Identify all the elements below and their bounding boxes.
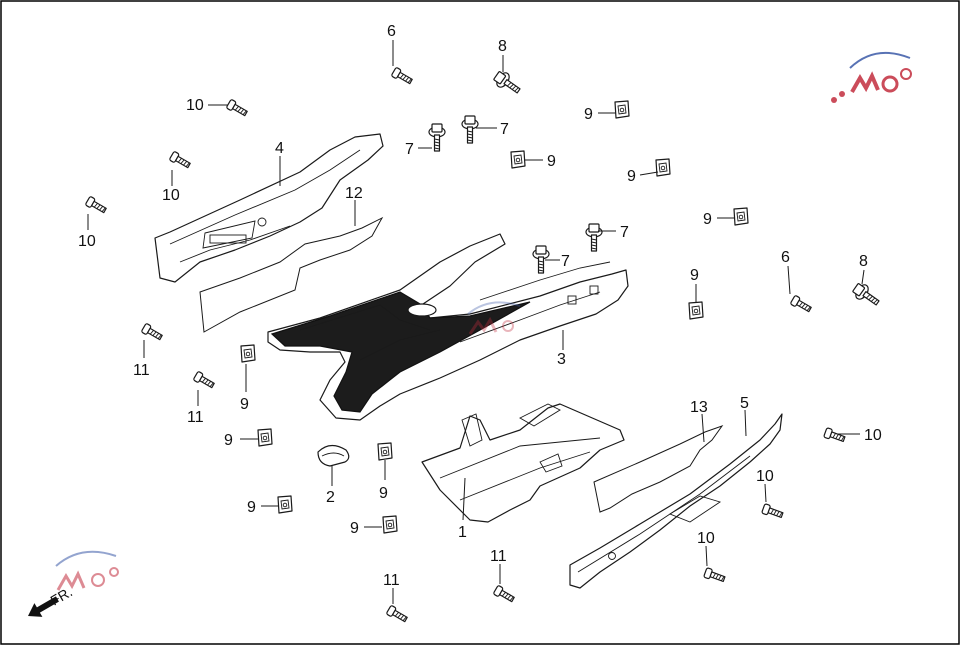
callout-10: 10 xyxy=(162,187,180,204)
callout-3: 3 xyxy=(557,351,566,368)
callout-9: 9 xyxy=(350,520,359,537)
screw-10-c xyxy=(84,195,109,216)
callout-10: 10 xyxy=(78,233,96,250)
part-13-foil xyxy=(593,425,724,513)
callout-9: 9 xyxy=(627,168,636,185)
clip-9-g xyxy=(257,428,273,447)
callout-4: 4 xyxy=(275,140,284,157)
callout-11: 11 xyxy=(133,362,150,379)
clip-9-f xyxy=(240,344,256,363)
leader-lines xyxy=(87,40,865,604)
callout-9: 9 xyxy=(247,499,256,516)
moto-logo-icon xyxy=(467,301,521,335)
clip-9-j xyxy=(382,515,398,534)
callout-8: 8 xyxy=(498,38,507,55)
screw-10-d xyxy=(822,426,847,445)
callout-5: 5 xyxy=(740,395,749,412)
part-3-floor-panel xyxy=(267,233,629,421)
screw-10-b xyxy=(168,150,193,171)
callout-1: 1 xyxy=(458,524,467,541)
callout-10: 10 xyxy=(756,468,774,485)
callout-10: 10 xyxy=(697,530,715,547)
callout-9: 9 xyxy=(584,106,593,123)
callout-12: 12 xyxy=(345,185,363,202)
clip-9-b xyxy=(510,150,526,169)
callout-7: 7 xyxy=(405,141,414,158)
callout-11: 11 xyxy=(490,548,507,565)
screw-10-a xyxy=(225,98,250,119)
callout-10: 10 xyxy=(864,427,882,444)
clip-9-e xyxy=(688,301,704,320)
clip-9-d xyxy=(733,207,749,226)
callout-9: 9 xyxy=(690,267,699,284)
part-12-foil xyxy=(199,216,384,333)
callout-6: 6 xyxy=(387,23,396,40)
part-2-cap xyxy=(317,444,350,467)
screw-11-a xyxy=(140,322,165,343)
callout-7: 7 xyxy=(500,121,509,138)
bolt-8-top xyxy=(491,68,524,99)
callout-9: 9 xyxy=(240,396,249,413)
screw-11-d xyxy=(385,604,410,625)
bolt-7-a xyxy=(428,123,446,152)
callout-7: 7 xyxy=(620,224,629,241)
callout-11: 11 xyxy=(187,409,204,426)
callout-10: 10 xyxy=(186,97,204,114)
screw-10-f xyxy=(702,566,727,585)
screw-10-e xyxy=(760,502,785,521)
callout-9: 9 xyxy=(379,485,388,502)
screw-11-c xyxy=(492,584,517,605)
front-direction-indicator: FR. xyxy=(28,583,75,617)
screw-6-right xyxy=(789,294,814,315)
screw-11-b xyxy=(192,370,217,391)
callout-8: 8 xyxy=(859,253,868,270)
moto-logo-icon xyxy=(55,550,119,591)
clip-9-i xyxy=(277,495,293,514)
part-1-under-tray xyxy=(421,403,625,523)
callout-7: 7 xyxy=(561,253,570,270)
callout-9: 9 xyxy=(547,153,556,170)
bolt-7-b xyxy=(461,115,479,144)
callout-9: 9 xyxy=(703,211,712,228)
clip-9-a xyxy=(614,100,630,119)
bolt-7-c xyxy=(585,223,603,252)
clip-9-h xyxy=(377,442,393,461)
callout-11: 11 xyxy=(383,572,400,589)
callout-6: 6 xyxy=(781,249,790,266)
part-4-left-rail xyxy=(154,133,384,283)
arrow-left-down-icon xyxy=(28,596,59,617)
clip-9-c xyxy=(655,158,671,177)
callout-13: 13 xyxy=(690,399,708,416)
callout-2: 2 xyxy=(326,489,335,506)
bolt-8-right xyxy=(850,280,883,311)
moto-logo-icon xyxy=(831,51,912,103)
screw-6-top xyxy=(390,66,415,87)
callout-9: 9 xyxy=(224,432,233,449)
callout-labels: 6 8 10 10 10 4 12 7 7 9 9 9 9 7 7 6 8 9 … xyxy=(78,23,882,589)
part-5-right-rail xyxy=(569,413,783,589)
